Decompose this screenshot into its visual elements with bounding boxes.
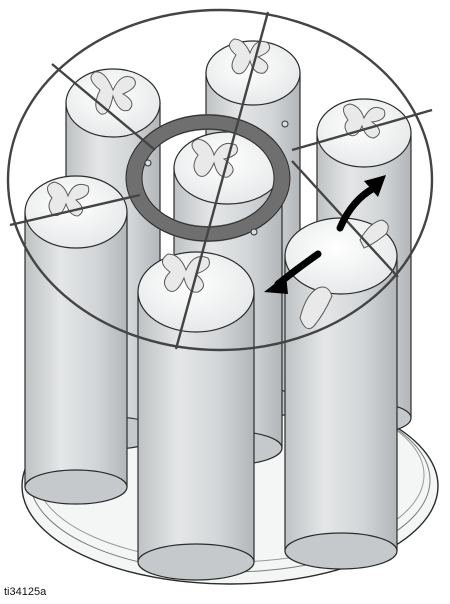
cylinder-front-center bbox=[138, 252, 254, 580]
figure-id-label: ti34125a bbox=[4, 586, 46, 598]
cylinder-left bbox=[25, 176, 127, 504]
cylinder-front-right bbox=[285, 218, 397, 569]
